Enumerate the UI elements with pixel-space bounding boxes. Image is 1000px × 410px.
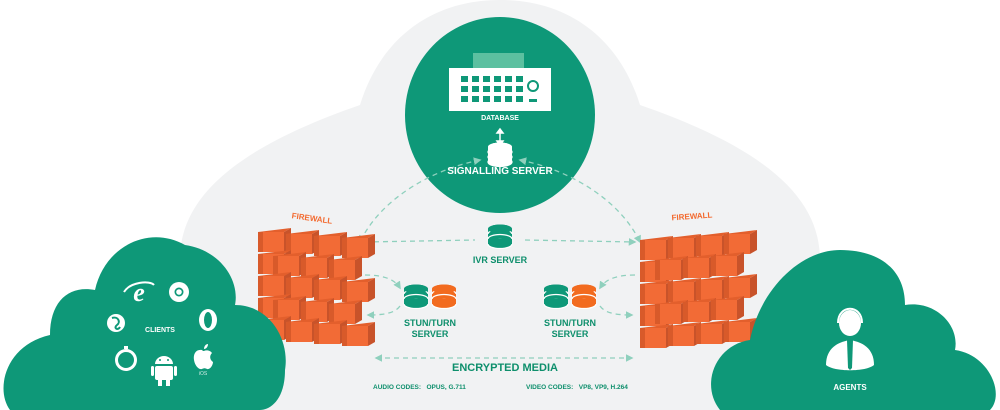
signalling-server-label: SIGNALLING SERVER: [447, 166, 553, 177]
encrypted-media-label: ENCRYPTED MEDIA: [452, 362, 558, 374]
android-icon: [151, 356, 177, 386]
ivr-server-icon: [487, 223, 513, 250]
clients-label: CLIENTS: [145, 327, 175, 334]
signalling-database-icon: [487, 141, 513, 168]
clients-cloud: [3, 237, 286, 410]
client-browser-icons: e: [107, 278, 217, 386]
opera-icon: [199, 309, 217, 331]
brick: [286, 274, 319, 298]
brick: [711, 252, 744, 276]
brick: [342, 234, 375, 258]
brick: [683, 298, 716, 322]
brick: [724, 230, 757, 254]
stun-right-label-line1: STUN/TURN: [544, 318, 596, 328]
video-codecs-label: VIDEO CODES:: [526, 384, 574, 391]
audio-codecs-label: AUDIO CODES:: [373, 384, 422, 391]
stun-left-label: STUN/TURN SERVER: [404, 318, 456, 340]
apple-ios-icon: [193, 344, 213, 370]
brick: [258, 228, 291, 252]
brick: [342, 322, 375, 346]
brick: [342, 278, 375, 302]
video-codecs-value: VP8, VP9, H.264: [578, 384, 628, 391]
ivr-server-label: IVR SERVER: [472, 255, 528, 265]
headset-agent-icon: [826, 307, 874, 371]
brick: [329, 300, 362, 324]
audio-codecs: AUDIO CODES: OPUS, G.711: [373, 384, 466, 391]
chrome-icon: [169, 282, 189, 302]
firewall-right-wall: [640, 230, 757, 348]
audio-codecs-value: OPUS, G.711: [426, 384, 466, 391]
safari-icon: [115, 346, 137, 371]
brick: [668, 278, 701, 302]
brick: [301, 254, 334, 278]
firewall-left-wall: [258, 228, 375, 346]
server-rack-icon: [449, 53, 551, 111]
firefox-icon: [107, 314, 125, 332]
stun-left-label-line2: SERVER: [411, 329, 449, 339]
brick: [640, 280, 673, 304]
ios-caption: iOS: [198, 371, 208, 377]
database-label: DATABASE: [481, 115, 519, 122]
brick: [711, 296, 744, 320]
agents-label: AGENTS: [833, 383, 867, 392]
brick: [329, 256, 362, 280]
internet-explorer-icon: e: [123, 278, 155, 307]
stun-right-label: STUN/TURN SERVER: [544, 318, 596, 340]
stun-right-label-line2: SERVER: [551, 329, 589, 339]
stun-left-label-line1: STUN/TURN: [404, 318, 456, 328]
video-codecs: VIDEO CODES: VP8, VP9, H.264: [526, 384, 628, 391]
connection-lines: [359, 157, 641, 362]
brick: [724, 274, 757, 298]
brick: [696, 276, 729, 300]
svg-text:e: e: [133, 278, 145, 307]
